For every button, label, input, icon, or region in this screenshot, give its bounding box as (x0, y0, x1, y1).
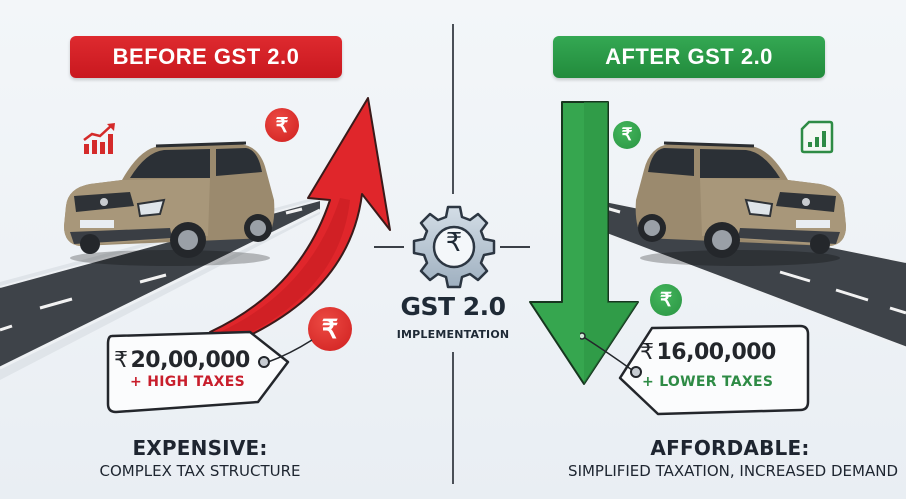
price-before: ₹20,00,000 (114, 348, 250, 373)
price-down-arrow-icon (529, 101, 639, 385)
bar-chart-document-icon (800, 120, 834, 154)
after-caption-subtitle: SIMPLIFIED TAXATION, INCREASED DEMAND (568, 462, 898, 480)
before-gst-banner: BEFORE GST 2.0 (70, 36, 342, 78)
center-divider-top (452, 24, 454, 194)
chart-trending-up-icon (83, 123, 115, 154)
tax-note-after: + LOWER TAXES (642, 374, 774, 390)
rupee-coin-icon: ₹ (613, 121, 641, 149)
center-connector-right (500, 246, 530, 248)
after-caption-title: AFFORDABLE: (650, 436, 810, 460)
before-caption-subtitle: COMPLEX TAX STRUCTURE (99, 462, 301, 480)
after-gst-banner: AFTER GST 2.0 (553, 36, 825, 78)
car-suv-right (635, 141, 846, 266)
center-divider-bottom (452, 352, 454, 484)
price-tag-after (580, 324, 810, 416)
center-connector-left (374, 246, 404, 248)
tax-note-before: + HIGH TAXES (130, 374, 245, 390)
price-tag-before (106, 330, 313, 414)
price-up-arrow-icon (209, 97, 391, 341)
center-title: GST 2.0 (400, 292, 506, 321)
gear-rupee-symbol: ₹ (445, 228, 463, 258)
rupee-coin-icon: ₹ (265, 108, 299, 142)
before-caption-title: EXPENSIVE: (132, 436, 268, 460)
rupee-coin-icon: ₹ (650, 284, 682, 316)
rupee-coin-icon: ₹ (308, 307, 352, 351)
rupee-gear-icon (412, 205, 496, 289)
center-subtitle: IMPLEMENTATION (396, 328, 510, 341)
car-suv-left (64, 141, 275, 266)
price-after: ₹16,00,000 (640, 340, 776, 365)
